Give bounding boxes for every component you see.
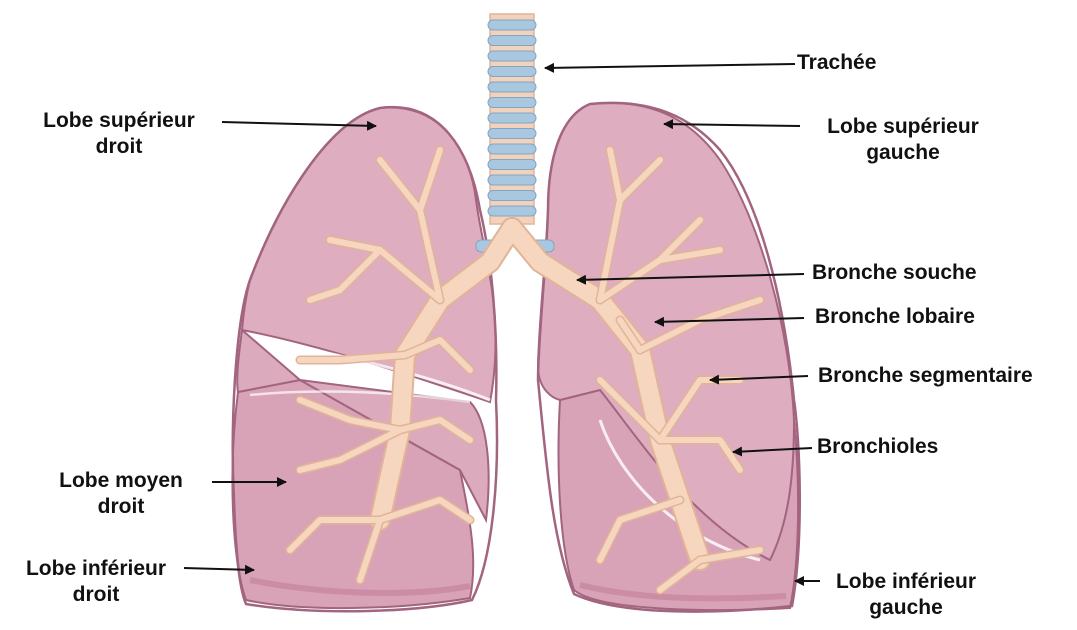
label-line-2: droit [46,494,196,520]
label-lobe-inferieur-droit: Lobe inférieur droit [8,556,184,608]
label-line-2: droit [24,134,214,160]
trachea-ring [488,82,536,92]
label-line-2: droit [8,582,184,608]
left-lung [538,103,800,612]
label-line-1: Lobe inférieur [818,569,994,595]
label-bronche-segmentaire: Bronche segmentaire [818,363,1033,389]
label-line-1: Lobe moyen [46,468,196,494]
trachea-ring [488,175,536,185]
trachea-ring [488,206,536,216]
trachea-ring [488,98,536,108]
label-line-1: Lobe inférieur [8,556,184,582]
trachea-ring [488,129,536,139]
trachea-ring [488,160,536,170]
trachea-ring [488,113,536,123]
trachea [476,14,554,252]
label-trachee: Trachée [797,50,876,76]
label-line-2: gauche [818,595,994,621]
arrow-trachee [545,64,795,68]
label-lobe-superieur-gauche: Lobe supérieur gauche [808,114,998,166]
trachea-ring [488,20,536,30]
label-line-2: gauche [808,140,998,166]
label-lobe-superieur-droit: Lobe supérieur droit [24,108,214,160]
trachea-ring [488,36,536,46]
trachea-ring [488,144,536,154]
trachea-ring [488,191,536,201]
label-line-1: Lobe supérieur [808,114,998,140]
label-bronche-lobaire: Bronche lobaire [815,304,975,330]
trachea-ring [488,67,536,77]
label-bronchioles: Bronchioles [817,434,938,460]
label-lobe-moyen-droit: Lobe moyen droit [46,468,196,520]
label-lobe-inferieur-gauche: Lobe inférieur gauche [818,569,994,621]
trachea-ring [488,51,536,61]
label-bronche-souche: Bronche souche [812,260,977,286]
label-line-1: Lobe supérieur [24,108,214,134]
